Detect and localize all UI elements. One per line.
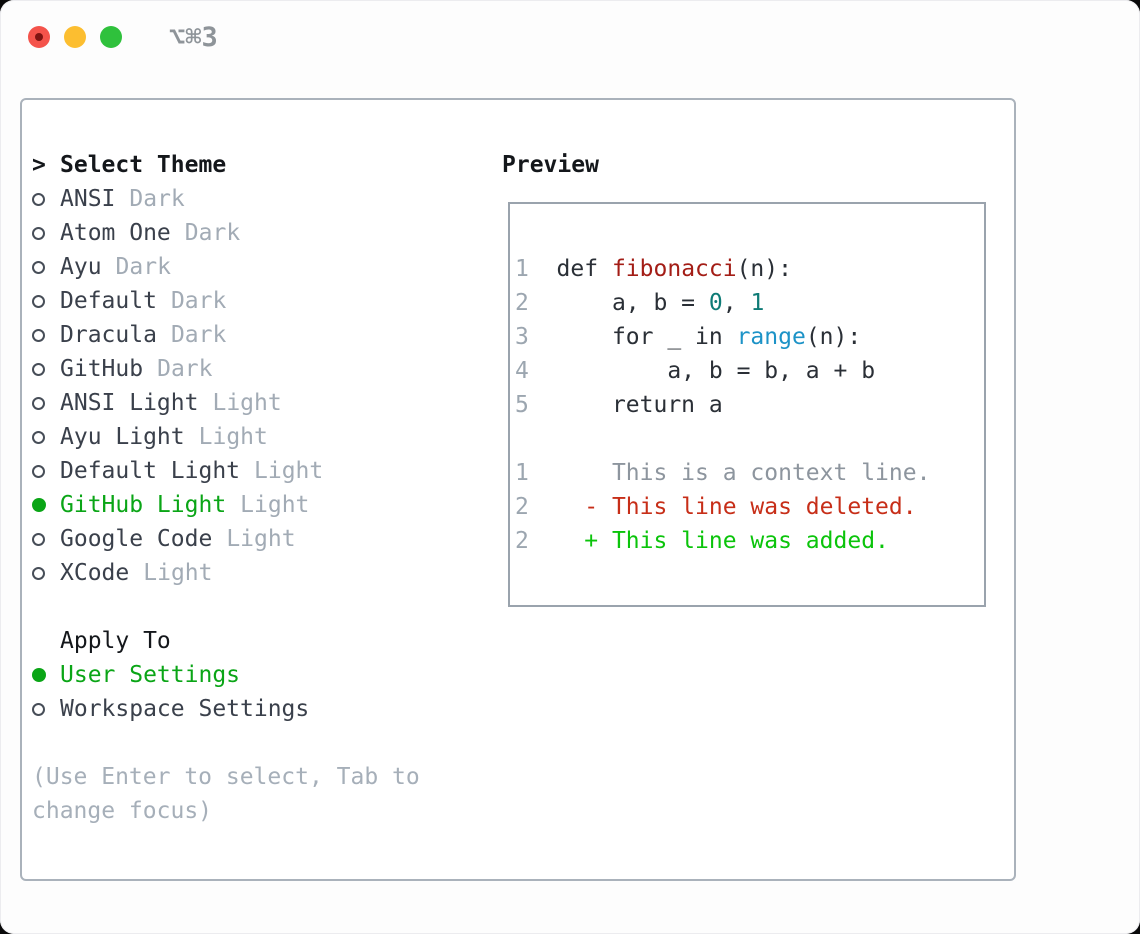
theme-variant-tag: Light: [226, 526, 296, 552]
radio-icon: [32, 702, 45, 716]
apply-to-header: Apply To: [32, 624, 420, 658]
radio-icon: [32, 532, 45, 546]
theme-variant-tag: Dark: [129, 186, 185, 212]
theme-variant-tag: Dark: [170, 288, 227, 314]
theme-option-label: Default Light: [60, 458, 241, 484]
radio-selected-icon: [32, 668, 46, 682]
radio-icon: [32, 260, 45, 274]
theme-variant-tag: Dark: [170, 322, 227, 348]
keyboard-hint-line2: change focus): [32, 798, 213, 824]
theme-option[interactable]: Dracula Dark: [32, 318, 420, 352]
theme-option-label: GitHub: [60, 356, 144, 382]
code-line: 5 return a: [515, 392, 723, 418]
diff-sample-block: 1 This is a context line. 2 - This line w…: [515, 456, 984, 558]
close-button[interactable]: [28, 26, 50, 48]
theme-option[interactable]: Default Light Light: [32, 454, 420, 488]
radio-icon: [32, 430, 45, 444]
theme-option[interactable]: Ayu Light Light: [32, 420, 420, 454]
theme-option[interactable]: GitHub Light Light: [32, 488, 420, 522]
code-line: 3 for _ in range(n):: [515, 324, 862, 350]
theme-variant-tag: Dark: [184, 220, 241, 246]
radio-icon: [32, 362, 45, 376]
theme-option-label: GitHub Light: [60, 492, 227, 518]
theme-option[interactable]: ANSI Light Light: [32, 386, 420, 420]
radio-icon: [32, 464, 45, 478]
radio-icon: [32, 226, 45, 240]
theme-option-label: ANSI Light: [60, 390, 199, 416]
theme-option-label: Default: [60, 288, 157, 314]
theme-variant-tag: Light: [143, 560, 213, 586]
theme-option-label: XCode: [60, 560, 130, 586]
select-theme-title: Select Theme: [60, 152, 227, 178]
theme-option-label: ANSI: [60, 186, 116, 212]
code-line: 4 a, b = b, a + b: [515, 358, 876, 384]
theme-variant-tag: Dark: [115, 254, 171, 280]
theme-variant-tag: Dark: [157, 356, 213, 382]
theme-option[interactable]: XCode Light: [32, 556, 420, 590]
code-line: 1 This is a context line.: [515, 460, 931, 486]
code-line: 2 - This line was deleted.: [515, 494, 917, 520]
theme-option-label: Atom One: [60, 220, 171, 246]
preview-title: Preview: [502, 152, 599, 178]
spacer: [32, 590, 420, 624]
theme-option[interactable]: ANSI Dark: [32, 182, 420, 216]
window-shortcut-label: ⌥⌘3: [169, 21, 218, 53]
titlebar: ⌥⌘3: [28, 22, 218, 53]
theme-option-label: Dracula: [60, 322, 157, 348]
code-line: 2 + This line was added.: [515, 528, 889, 554]
spacer: [32, 726, 420, 760]
radio-icon: [32, 192, 45, 206]
theme-option[interactable]: Atom One Dark: [32, 216, 420, 250]
radio-selected-icon: [32, 498, 46, 512]
theme-variant-tag: Light: [254, 458, 324, 484]
radio-icon: [32, 294, 45, 308]
theme-option[interactable]: Google Code Light: [32, 522, 420, 556]
theme-option[interactable]: Ayu Dark: [32, 250, 420, 284]
theme-variant-tag: Light: [212, 390, 282, 416]
select-theme-header: > Select Theme: [32, 148, 420, 182]
theme-option[interactable]: GitHub Dark: [32, 352, 420, 386]
minimize-button[interactable]: [64, 26, 86, 48]
theme-option[interactable]: Default Dark: [32, 284, 420, 318]
radio-icon: [32, 328, 45, 342]
theme-variant-tag: Light: [198, 424, 268, 450]
code-line: 2 a, b = 0, 1: [515, 290, 765, 316]
keyboard-hint-line1: (Use Enter to select, Tab to: [32, 764, 420, 790]
apply-to-title: Apply To: [60, 628, 171, 654]
zoom-button[interactable]: [100, 26, 122, 48]
theme-option-label: Google Code: [60, 526, 213, 552]
theme-option-label: Ayu: [60, 254, 102, 280]
theme-option-label: Ayu Light: [60, 424, 185, 450]
code-line: 1 def fibonacci(n):: [515, 256, 792, 282]
radio-icon: [32, 566, 45, 580]
apply-option[interactable]: Workspace Settings: [32, 692, 420, 726]
preview-box: 1 def fibonacci(n): 2 a, b = 0, 1 3 for _ …: [508, 202, 986, 607]
apply-option[interactable]: User Settings: [32, 658, 420, 692]
code-sample-block: 1 def fibonacci(n): 2 a, b = 0, 1 3 for _ …: [515, 252, 984, 422]
apply-option-label: User Settings: [60, 662, 241, 688]
cursor-chevron-icon: >: [32, 152, 46, 178]
theme-variant-tag: Light: [240, 492, 310, 518]
apply-option-label: Workspace Settings: [60, 696, 310, 722]
radio-icon: [32, 396, 45, 410]
